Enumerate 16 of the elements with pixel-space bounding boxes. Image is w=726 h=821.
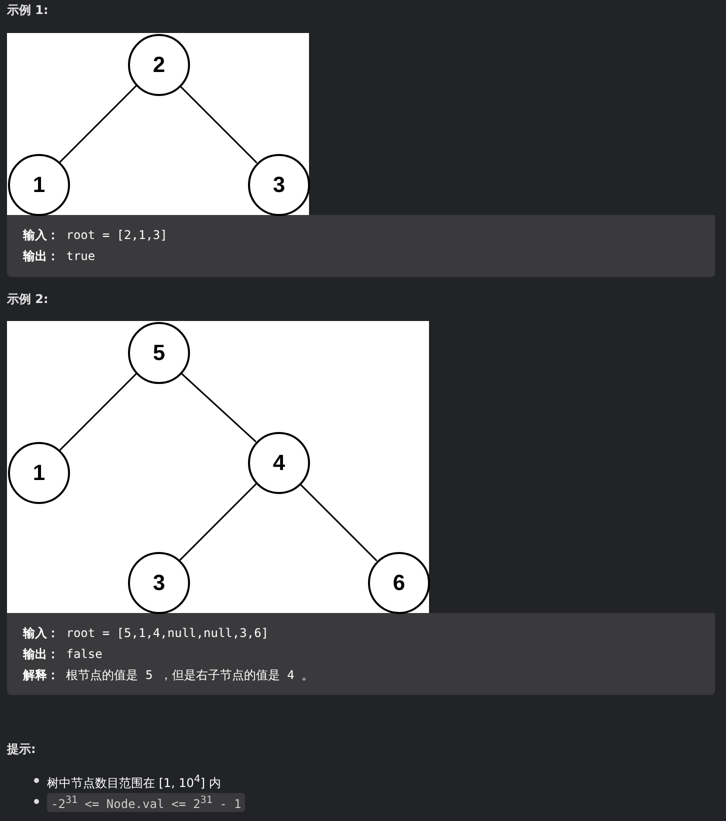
section-heading: 示例 1: [7, 2, 48, 18]
code-line: 输入： root = [5,1,4,null,null,3,6] [23, 625, 269, 641]
tree-edge [298, 482, 378, 562]
tree-edge [58, 84, 138, 164]
bullet-text: 树中节点数目范围在 [1, 10$^{4}$] 内 [47, 773, 221, 791]
code-line: 输出： true [23, 248, 96, 264]
tree-edge [58, 372, 138, 452]
code-span: -2$^{31}$ <= Node.val <= 2$^{31}$ - 1 [47, 793, 246, 812]
code-line: 输出： false [23, 646, 102, 662]
tree-edge [178, 84, 258, 164]
tree-edge [180, 372, 256, 442]
tree-edge [178, 482, 258, 562]
section-heading: 提示: [7, 741, 36, 757]
code-line: 输入： root = [2,1,3] [23, 227, 168, 243]
section-heading: 示例 2: [7, 291, 48, 307]
code-line: 解释： 根节点的值是 5 ，但是右子节点的值是 4 。 [23, 667, 314, 683]
